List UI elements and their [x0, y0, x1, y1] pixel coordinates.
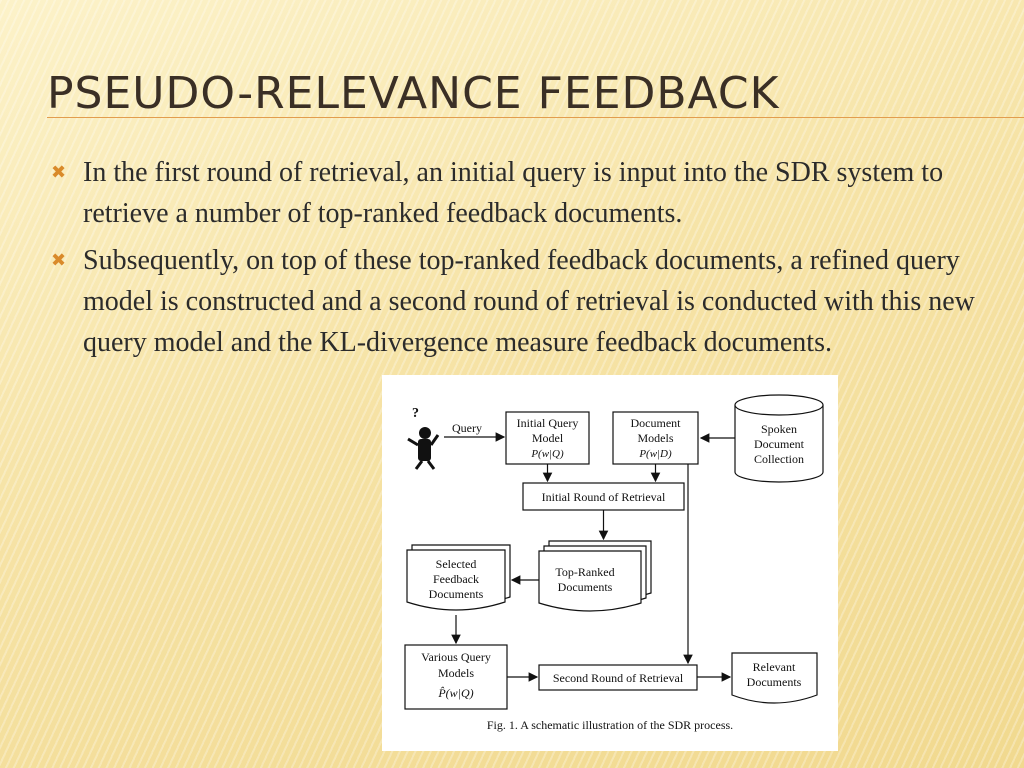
cross-bullet-icon: ✖: [51, 250, 67, 271]
relevant-documents: Relevant Documents: [731, 652, 818, 704]
selected-feedback-line3: Documents: [429, 587, 484, 601]
document-models-box: Document Models P(w|D): [612, 411, 699, 465]
top-ranked-documents: Top-Ranked Documents: [538, 540, 652, 612]
bullet-item: ✖ Subsequently, on top of these top-rank…: [48, 240, 1003, 363]
cross-bullet-icon: ✖: [51, 162, 67, 183]
various-query-models-line2: Models: [438, 666, 474, 680]
sdr-process-figure: ? Query Initial Query Model P(w|Q) Docum…: [382, 375, 838, 751]
collection-line3: Collection: [754, 452, 804, 466]
user-icon: ?: [407, 406, 440, 470]
second-round-label: Second Round of Retrieval: [553, 671, 684, 685]
various-query-models-line1: Various Query: [421, 650, 491, 664]
various-query-models-box: Various Query Models P̂(w|Q): [404, 644, 508, 710]
initial-query-model-formula: P(w|Q): [530, 448, 564, 460]
second-round-box: Second Round of Retrieval: [538, 664, 698, 691]
document-models-line2: Models: [638, 431, 674, 445]
bullet-text: Subsequently, on top of these top-ranked…: [83, 245, 975, 358]
initial-query-model-line1: Initial Query: [517, 416, 579, 430]
bullet-text: In the first round of retrieval, an init…: [83, 157, 944, 229]
figure-caption: Fig. 1. A schematic illustration of the …: [487, 718, 733, 732]
selected-feedback-line2: Feedback: [433, 572, 479, 586]
selected-feedback-documents: Selected Feedback Documents: [406, 544, 511, 611]
initial-round-label: Initial Round of Retrieval: [542, 490, 666, 504]
collection-line1: Spoken: [761, 422, 797, 436]
sdr-diagram: ? Query Initial Query Model P(w|Q) Docum…: [404, 394, 824, 732]
document-models-formula: P(w|D): [638, 448, 672, 460]
initial-query-model-line2: Model: [532, 431, 564, 445]
relevant-line2: Documents: [747, 675, 802, 689]
question-mark-icon: ?: [412, 406, 419, 421]
slide-title: PSEUDO-RELEVANCE FEEDBACK: [47, 68, 780, 119]
top-ranked-line2: Documents: [558, 580, 613, 594]
spoken-document-collection: Spoken Document Collection: [734, 394, 824, 483]
bullet-item: ✖ In the first round of retrieval, an in…: [48, 152, 1003, 234]
title-divider: [47, 117, 1024, 118]
top-ranked-line1: Top-Ranked: [555, 565, 614, 579]
initial-query-model-box: Initial Query Model P(w|Q): [505, 411, 590, 465]
bullet-list: ✖ In the first round of retrieval, an in…: [48, 152, 1003, 369]
various-query-models-formula: P̂(w|Q): [437, 686, 473, 700]
query-label: Query: [452, 421, 482, 435]
document-models-line1: Document: [631, 416, 682, 430]
relevant-line1: Relevant: [753, 660, 796, 674]
initial-round-box: Initial Round of Retrieval: [522, 482, 685, 511]
collection-line2: Document: [754, 437, 805, 451]
selected-feedback-line1: Selected: [436, 557, 477, 571]
